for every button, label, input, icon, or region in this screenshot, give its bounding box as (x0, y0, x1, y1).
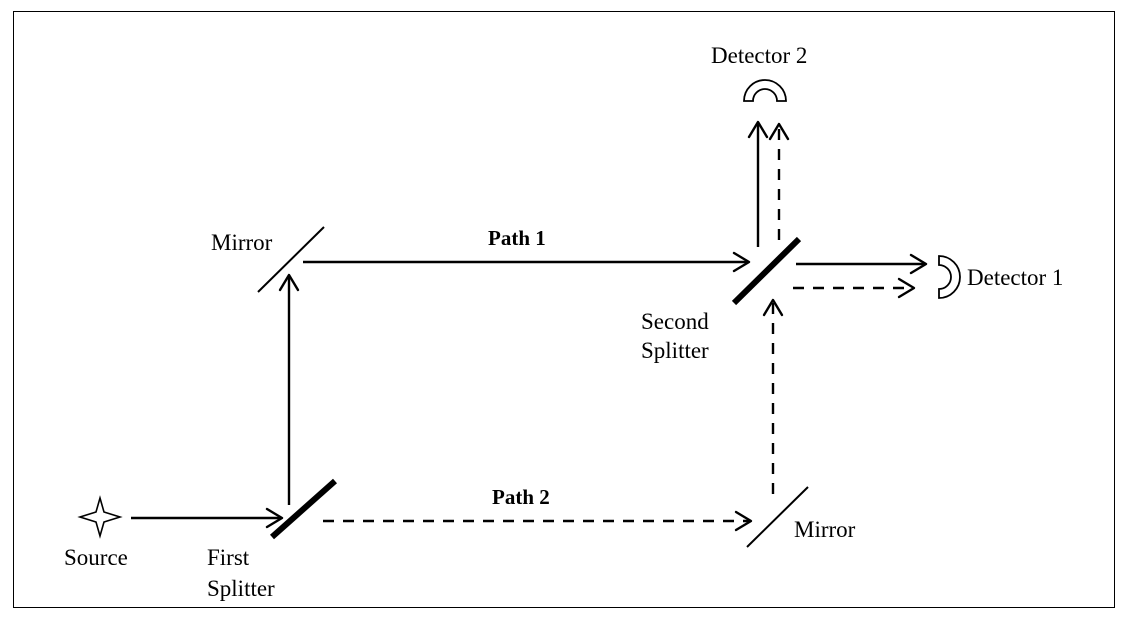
source-label: Source (64, 545, 128, 570)
path2-vertical-arrowhead (762, 298, 784, 317)
path1-vertical-arrowhead (278, 273, 300, 292)
top-mirror-label: Mirror (211, 230, 273, 255)
first-splitter-label-line1: First (207, 545, 250, 570)
second-splitter-label-line1: Second (641, 309, 709, 334)
source-beam-arrowhead (265, 507, 284, 529)
second-splitter (731, 236, 802, 306)
top-mirror (257, 226, 325, 293)
detector2-dashed-arrowhead (768, 122, 790, 141)
first-splitter-label-line2: Splitter (207, 576, 275, 601)
second-splitter-label-line2: Splitter (641, 338, 709, 363)
path2-horizontal-arrowhead (734, 510, 753, 532)
path2-label: Path 2 (492, 485, 550, 509)
detector1-solid-arrowhead (909, 253, 928, 275)
detector1-label: Detector 1 (967, 265, 1063, 290)
detector2-label: Detector 2 (711, 43, 807, 68)
detector1-icon (938, 255, 961, 299)
path1-horizontal-arrowhead (732, 251, 751, 273)
path1-label: Path 1 (488, 226, 546, 250)
detector1-dashed-arrowhead (897, 277, 916, 299)
diagram-frame (13, 11, 1115, 608)
source-star-icon (77, 495, 123, 539)
bottom-mirror (746, 486, 809, 548)
first-splitter (270, 478, 337, 540)
bottom-mirror-label: Mirror (794, 517, 856, 542)
detector2-icon (743, 79, 787, 102)
detector2-solid-arrowhead (747, 120, 769, 139)
